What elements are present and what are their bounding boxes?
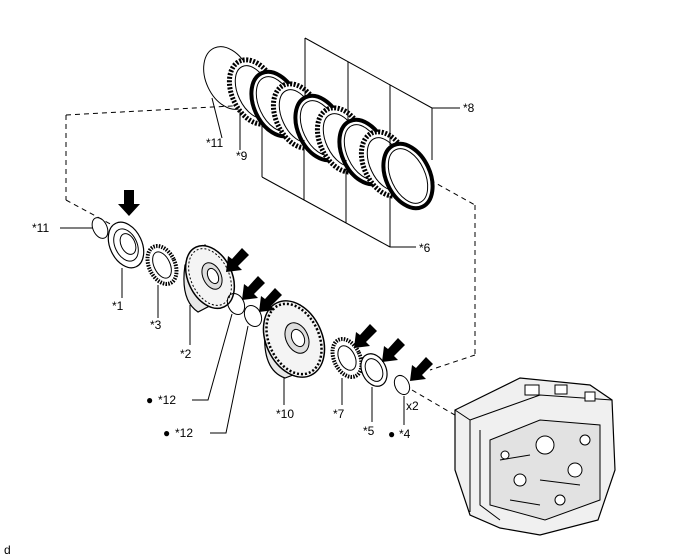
clutch-drum-10 [262,300,326,405]
label-5: *5 [363,424,375,438]
thrust-bearing-3 [145,244,179,318]
label-2: *2 [180,347,192,361]
label-8: *8 [463,101,475,115]
bullet-icon: ● [146,393,153,407]
alignment-dashed-lines [65,104,476,419]
arrow-icon [259,288,282,312]
snap-ring-lower [60,217,109,239]
thrust-washer-5 [360,353,388,422]
bullet-icon: ● [163,426,170,440]
label-11-lower: *11 [32,221,49,235]
seal-ring-4 [393,374,411,425]
label-6: *6 [419,241,431,255]
label-4: *4 [399,427,411,441]
leader-11-upper [211,97,223,139]
label-7: *7 [333,407,345,421]
transaxle-case-icon [454,377,616,536]
clutch-pack [226,57,435,211]
leader-lines-8 [304,37,460,160]
leader-lines-6 [261,125,416,248]
o-ring-12a [192,292,246,401]
arrow-icon [242,276,265,300]
label-12b: *12 [175,426,193,440]
label-3: *3 [150,318,162,332]
label-1: *1 [112,299,124,313]
clutch-drum-2 [183,244,236,345]
arrow-icon [354,324,377,348]
label-10: *10 [276,407,294,421]
clutch-disc [381,141,435,211]
piston-1 [107,221,145,298]
arrow-icon [410,357,433,381]
arrow-icon [226,248,249,272]
bullet-icon: ● [388,427,395,441]
corner-mark: d [4,543,11,557]
label-12a: *12 [158,393,176,407]
label-9: *9 [236,149,248,163]
arrow-icon [118,190,140,216]
o-ring-12b [210,304,263,434]
arrow-icon [382,338,405,362]
label-x2: x2 [406,399,419,413]
label-11-upper: *11 [206,136,223,150]
